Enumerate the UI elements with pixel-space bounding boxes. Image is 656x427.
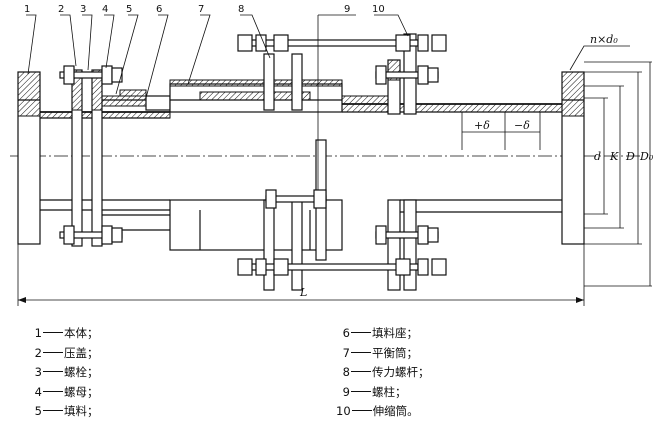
callout-1: 1 (24, 4, 30, 15)
dimensions: +δ −δ d K D D₀ n×d₀ L (17, 33, 654, 306)
callout-2: 2 (58, 4, 64, 15)
dim-K: K (609, 150, 619, 163)
balance-cylinder (169, 79, 343, 251)
callout-9: 9 (344, 4, 350, 15)
dim-D0: D₀ (639, 150, 654, 163)
stud-bolt (265, 15, 327, 209)
dim-D: D (625, 150, 635, 163)
body-pipe (39, 111, 171, 211)
callout-6: 6 (156, 4, 162, 15)
left-flange (17, 71, 41, 245)
callout-7: 7 (198, 4, 204, 15)
callout-10: 10 (372, 4, 385, 15)
dim-plus-delta: +δ (474, 119, 490, 132)
expansion-sleeve (341, 103, 563, 213)
packing (101, 89, 171, 111)
callout-3: 3 (80, 4, 86, 15)
tie-rods (237, 34, 447, 276)
callout-4: 4 (102, 4, 108, 15)
callout-numbers: 1 2 3 4 5 6 7 8 9 10 (24, 4, 385, 15)
leader-lines (26, 14, 409, 99)
dim-minus-delta: −δ (514, 119, 530, 132)
gland-bolts-left (59, 65, 123, 245)
callout-5: 5 (126, 4, 132, 15)
dim-bolt-holes: n×d₀ (590, 33, 618, 46)
dim-L: L (299, 286, 307, 299)
sleeve-bolts-right (375, 65, 439, 245)
dim-d: d (594, 150, 601, 163)
callout-8: 8 (238, 4, 244, 15)
right-flange (561, 71, 585, 245)
